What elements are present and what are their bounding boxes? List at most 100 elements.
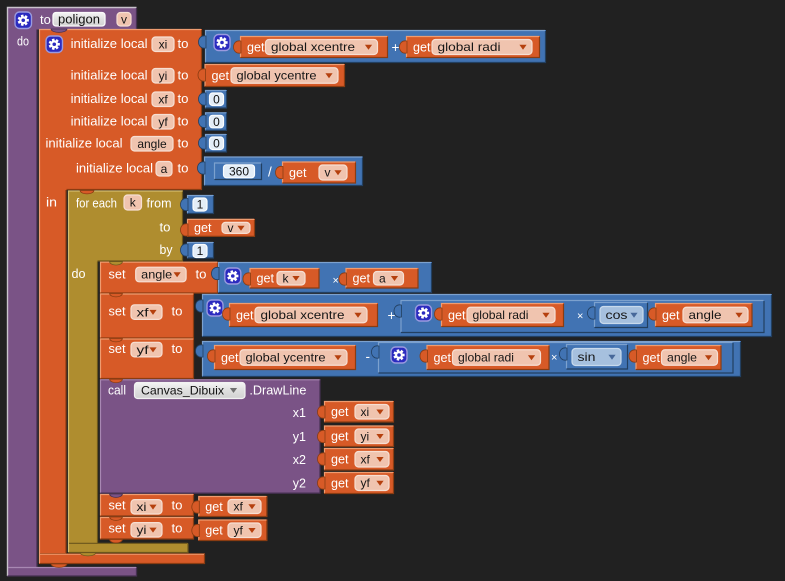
svg-text:initialize local: initialize local xyxy=(71,92,148,106)
svg-text:360: 360 xyxy=(229,165,249,179)
svg-text:angle: angle xyxy=(141,268,172,282)
svg-text:k: k xyxy=(130,196,137,210)
svg-text:global radi: global radi xyxy=(458,351,514,365)
svg-text:get: get xyxy=(413,40,431,54)
svg-text:set: set xyxy=(109,268,127,282)
svg-text:global radi: global radi xyxy=(473,308,529,322)
svg-text:get: get xyxy=(331,476,349,490)
svg-text:get: get xyxy=(434,351,452,365)
svg-text:0: 0 xyxy=(213,92,220,106)
svg-text:a: a xyxy=(379,271,386,285)
svg-text:xi: xi xyxy=(159,37,168,51)
svg-text:get: get xyxy=(331,405,349,419)
svg-text:do: do xyxy=(72,266,86,281)
svg-text:yf: yf xyxy=(361,476,371,490)
svg-text:.DrawLine: .DrawLine xyxy=(249,384,306,398)
svg-text:v: v xyxy=(228,221,234,235)
svg-text:to: to xyxy=(178,115,189,129)
svg-text:to: to xyxy=(40,12,51,27)
svg-text:1: 1 xyxy=(197,198,204,212)
svg-text:set: set xyxy=(109,499,127,513)
svg-text:to: to xyxy=(178,69,189,83)
svg-text:x1: x1 xyxy=(293,406,306,420)
svg-text:initialize local: initialize local xyxy=(46,137,123,151)
svg-text:for each: for each xyxy=(76,197,117,211)
svg-text:initialize local: initialize local xyxy=(76,162,153,176)
svg-text:yf: yf xyxy=(158,115,168,129)
svg-text:global xcentre: global xcentre xyxy=(271,40,355,54)
svg-text:to: to xyxy=(178,92,189,106)
svg-text:get: get xyxy=(662,308,680,322)
svg-text:by: by xyxy=(160,243,174,257)
svg-text:get: get xyxy=(353,272,371,286)
svg-text:from: from xyxy=(147,197,172,211)
svg-text:y2: y2 xyxy=(293,477,306,491)
svg-text:to: to xyxy=(160,221,171,235)
svg-text:initialize local: initialize local xyxy=(71,37,148,51)
svg-text:y1: y1 xyxy=(293,430,306,444)
svg-text:to: to xyxy=(178,37,189,51)
svg-text:0: 0 xyxy=(213,136,220,150)
svg-text:v: v xyxy=(325,166,331,180)
svg-text:set: set xyxy=(109,305,127,319)
svg-text:in: in xyxy=(46,195,57,210)
svg-text:get: get xyxy=(331,453,349,467)
svg-text:get: get xyxy=(643,351,661,365)
svg-text:to: to xyxy=(196,268,207,282)
svg-text:angle: angle xyxy=(137,137,167,151)
svg-text:to: to xyxy=(172,342,183,356)
svg-text:x2: x2 xyxy=(293,453,306,467)
svg-text:get: get xyxy=(331,430,349,444)
svg-text:to: to xyxy=(178,137,189,151)
svg-text:+: + xyxy=(392,40,400,55)
svg-text:a: a xyxy=(161,162,168,176)
svg-text:×: × xyxy=(551,352,557,364)
svg-text:to: to xyxy=(178,162,189,176)
svg-text:global ycentre: global ycentre xyxy=(237,69,317,83)
svg-text:xf: xf xyxy=(137,305,150,319)
svg-text:initialize local: initialize local xyxy=(71,69,148,83)
svg-text:initialize local: initialize local xyxy=(71,115,148,129)
svg-text:global radi: global radi xyxy=(438,40,501,54)
svg-text:/: / xyxy=(268,165,272,180)
svg-text:do: do xyxy=(17,34,29,49)
svg-text:set: set xyxy=(109,522,127,536)
svg-text:get: get xyxy=(448,308,466,322)
svg-text:v: v xyxy=(121,12,127,26)
svg-text:poligon: poligon xyxy=(58,12,100,26)
svg-text:yi: yi xyxy=(159,69,168,83)
svg-text:-: - xyxy=(366,349,371,364)
svg-text:get: get xyxy=(247,40,265,54)
svg-text:0: 0 xyxy=(213,115,220,129)
svg-text:get: get xyxy=(212,69,230,83)
svg-text:yi: yi xyxy=(137,523,147,537)
svg-text:global ycentre: global ycentre xyxy=(246,351,326,365)
svg-text:to: to xyxy=(172,522,183,536)
svg-text:k: k xyxy=(283,271,290,285)
svg-text:get: get xyxy=(205,500,223,514)
svg-text:×: × xyxy=(333,275,339,287)
svg-text:get: get xyxy=(194,221,212,235)
svg-text:get: get xyxy=(289,166,307,180)
svg-text:to: to xyxy=(172,305,183,319)
svg-text:yi: yi xyxy=(361,429,370,443)
svg-text:get: get xyxy=(257,272,275,286)
svg-text:global xcentre: global xcentre xyxy=(261,308,345,322)
svg-text:xf: xf xyxy=(361,452,371,466)
svg-text:call: call xyxy=(108,384,126,398)
svg-text:get: get xyxy=(236,308,254,322)
svg-text:yf: yf xyxy=(234,523,244,537)
svg-text:yf: yf xyxy=(137,343,150,357)
svg-text:angle: angle xyxy=(689,308,722,322)
svg-text:angle: angle xyxy=(667,351,697,365)
svg-text:sin: sin xyxy=(578,350,596,364)
svg-text:get: get xyxy=(205,524,223,538)
svg-text:xf: xf xyxy=(158,92,168,106)
svg-text:xi: xi xyxy=(137,500,147,514)
svg-text:xf: xf xyxy=(234,500,244,514)
svg-text:1: 1 xyxy=(197,244,204,258)
svg-text:xi: xi xyxy=(361,405,370,419)
svg-text:get: get xyxy=(221,351,239,365)
svg-text:cos: cos xyxy=(606,308,628,322)
svg-text:+: + xyxy=(388,308,396,323)
